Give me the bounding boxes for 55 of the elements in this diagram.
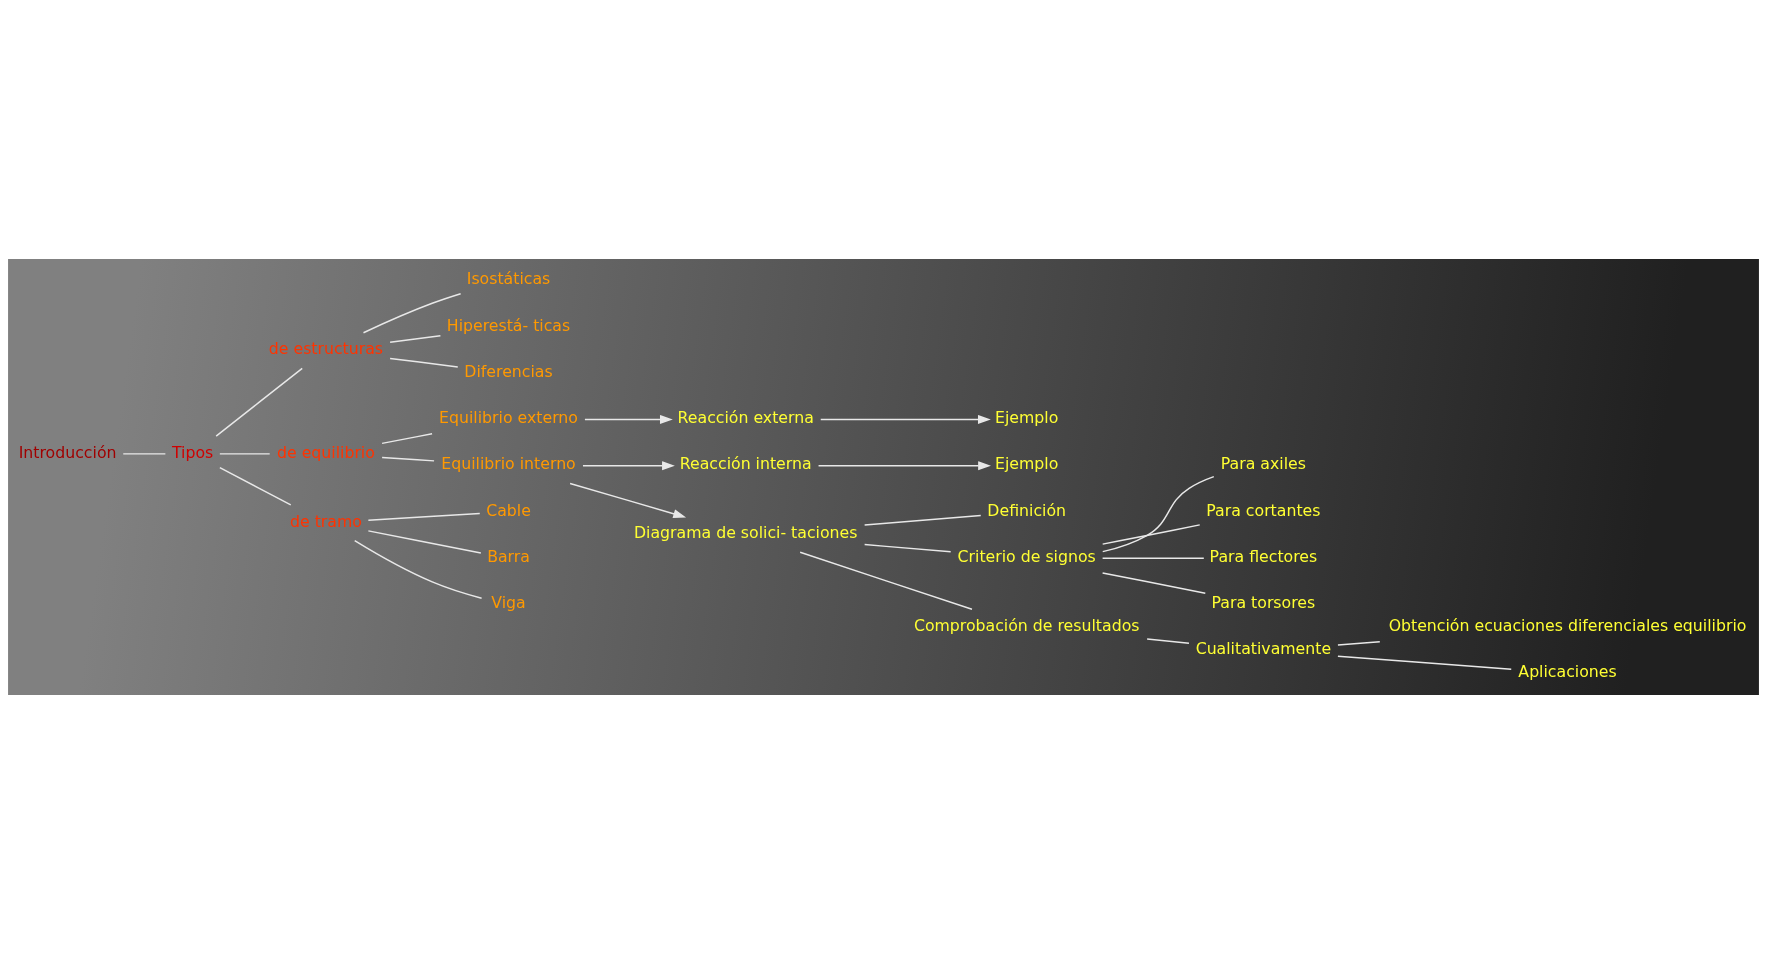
arrow xyxy=(582,461,675,471)
node-text: Criterio de signos xyxy=(957,546,1096,566)
connector xyxy=(799,551,973,610)
node-text: Equilibrio externo xyxy=(439,408,578,428)
arrow xyxy=(817,461,991,471)
node-text: Definición xyxy=(987,500,1067,520)
connector xyxy=(215,367,303,437)
connector xyxy=(1337,640,1381,646)
connector xyxy=(1101,557,1205,559)
connector xyxy=(1102,475,1215,553)
connector xyxy=(367,512,481,522)
connector xyxy=(367,530,482,554)
node-text: Reacción externa xyxy=(677,408,814,428)
node-text: Hiperestá- ticas xyxy=(446,315,571,335)
node-text: Ejemplo xyxy=(995,408,1059,428)
node-text: Para torsores xyxy=(1211,593,1316,613)
node-text: Aplicaciones xyxy=(1518,662,1617,682)
node-text: Para cortantes xyxy=(1206,500,1321,520)
connector xyxy=(381,433,433,445)
node-text: Reacción interna xyxy=(679,454,812,474)
arrow xyxy=(820,414,991,424)
arrow xyxy=(584,414,673,424)
node-text: Comprobación de resultados xyxy=(913,615,1140,635)
node-text: Tipos xyxy=(171,442,214,462)
node-text: Cable xyxy=(486,500,531,520)
connector xyxy=(1101,524,1201,545)
node-text: Ejemplo xyxy=(995,454,1059,474)
node-text: de equilibrio xyxy=(277,442,375,462)
node-text: Obtención ecuaciones diferenciales equilibrio xyxy=(1388,615,1747,635)
connector xyxy=(863,514,982,526)
connector xyxy=(863,543,952,553)
node-text: Para flectores xyxy=(1209,546,1318,566)
node-text: Barra xyxy=(487,546,530,566)
node-text: Viga xyxy=(491,593,526,613)
node-text: Introducción xyxy=(18,442,117,462)
node-text: de tramo xyxy=(290,511,362,531)
connector xyxy=(362,293,462,334)
connector xyxy=(381,456,435,462)
connector xyxy=(219,466,292,506)
node-text: Para axiles xyxy=(1220,454,1306,474)
connector xyxy=(389,357,459,368)
node-text: Isostáticas xyxy=(466,269,551,289)
connector xyxy=(1146,638,1190,645)
connector xyxy=(1101,572,1207,594)
connector xyxy=(1337,655,1512,670)
connector xyxy=(219,453,271,455)
node-text: Diferencias xyxy=(464,361,553,381)
arrow xyxy=(569,482,687,519)
connector xyxy=(122,453,167,455)
node-text: Cualitativamente xyxy=(1195,639,1332,659)
node-text: Equilibrio interno xyxy=(441,454,576,474)
connector xyxy=(353,539,483,599)
node-text: de estructuras xyxy=(268,339,384,359)
connector xyxy=(389,334,442,343)
node-text: Diagrama de solici- taciones xyxy=(633,523,858,543)
